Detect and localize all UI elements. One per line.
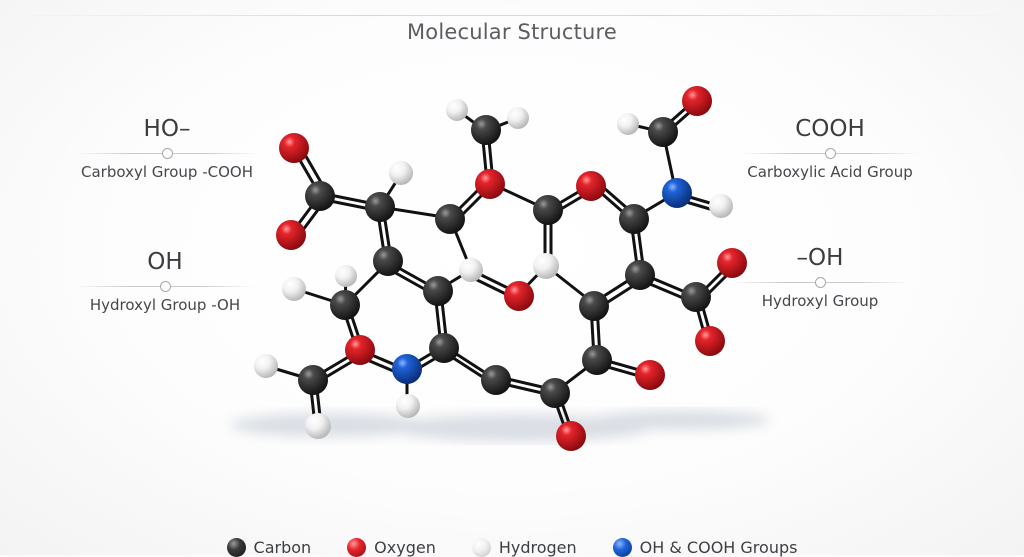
connector-dot-icon	[160, 281, 171, 292]
hydrogen-atom	[617, 113, 639, 135]
carbon-atom	[619, 204, 649, 234]
carbon-swatch-icon	[226, 538, 246, 557]
label-hydroxyl-group-right: –OH Hydroxyl Group	[710, 243, 930, 310]
carbon-atom	[435, 204, 465, 234]
label-name: Hydroxyl Group	[761, 292, 879, 310]
hydrogen-atom	[446, 99, 468, 121]
label-divider	[710, 275, 930, 289]
label-hydroxyl-group-left: OH Hydroxyl Group -OH	[55, 247, 275, 314]
oxygen-atom	[556, 421, 586, 451]
oxygen-atom	[276, 220, 306, 250]
label-formula: –OH	[796, 245, 844, 271]
hydrogen-atom	[305, 413, 331, 439]
hydrogen-atom	[254, 354, 278, 378]
hydrogen-atom	[709, 194, 733, 218]
connector-dot-icon	[815, 277, 826, 288]
carbon-atom	[481, 365, 511, 395]
oxygen-atom	[695, 326, 725, 356]
oxygen-atom	[279, 133, 309, 163]
legend-item-groups: OH & COOH Groups	[612, 538, 798, 557]
carbon-atom	[373, 246, 403, 276]
legend: Carbon Oxygen Hydrogen OH & COOH Groups	[0, 538, 1024, 557]
top-divider	[0, 15, 1024, 16]
hydrogen-atom	[335, 265, 357, 287]
legend-label: Hydrogen	[498, 538, 577, 557]
label-name: Carboxyl Group -COOH	[81, 163, 253, 181]
oxygen-atom	[345, 335, 375, 365]
oxygen-atom	[576, 171, 606, 201]
oxygen-swatch-icon	[347, 538, 367, 557]
label-carboxyl-group-left: HO– Carboxyl Group -COOH	[57, 114, 277, 181]
hydrogen-swatch-icon	[471, 538, 491, 557]
atoms	[254, 86, 747, 451]
carbon-atom	[681, 282, 711, 312]
carbon-atom	[305, 181, 335, 211]
connector-dot-icon	[825, 148, 836, 159]
carbon-atom	[648, 117, 678, 147]
connector-dot-icon	[162, 148, 173, 159]
carbon-atom	[330, 290, 360, 320]
legend-label: Carbon	[253, 538, 312, 557]
hydrogen-atom	[507, 107, 529, 129]
oxygen-atom	[717, 248, 747, 278]
oxygen-atom	[504, 281, 534, 311]
label-divider	[57, 146, 277, 160]
hydrogen-atom	[533, 253, 559, 279]
label-formula: COOH	[795, 116, 865, 142]
page-title: Molecular Structure	[406, 20, 618, 44]
carbon-atom	[471, 115, 501, 145]
label-name: Carboxylic Acid Group	[747, 163, 913, 181]
carbon-atom	[533, 195, 563, 225]
carbon-atom	[365, 192, 395, 222]
legend-item-oxygen: Oxygen	[347, 538, 436, 557]
carbon-atom	[429, 333, 459, 363]
carbon-atom	[582, 345, 612, 375]
label-formula: HO–	[143, 116, 191, 142]
group-swatch-icon	[612, 538, 632, 557]
blue-group-atom	[392, 354, 422, 384]
carbon-atom	[423, 276, 453, 306]
carbon-atom	[298, 365, 328, 395]
legend-label: OH & COOH Groups	[639, 538, 798, 557]
blue-group-atom	[662, 178, 692, 208]
oxygen-atom	[475, 169, 505, 199]
legend-label: Oxygen	[374, 538, 436, 557]
legend-item-hydrogen: Hydrogen	[471, 538, 577, 557]
label-name: Hydroxyl Group -OH	[89, 296, 241, 314]
label-divider	[55, 279, 275, 293]
carbon-atom	[540, 378, 570, 408]
label-divider	[720, 146, 940, 160]
legend-item-carbon: Carbon	[226, 538, 312, 557]
carbon-atom	[625, 260, 655, 290]
hydrogen-atom	[389, 161, 413, 185]
hydrogen-atom	[282, 277, 306, 301]
hydrogen-atom	[396, 394, 420, 418]
label-formula: OH	[147, 249, 183, 275]
hydrogen-atom	[459, 258, 483, 282]
oxygen-atom	[682, 86, 712, 116]
carbon-atom	[579, 291, 609, 321]
label-carboxylic-acid-group-right: COOH Carboxylic Acid Group	[720, 114, 940, 181]
oxygen-atom	[635, 360, 665, 390]
